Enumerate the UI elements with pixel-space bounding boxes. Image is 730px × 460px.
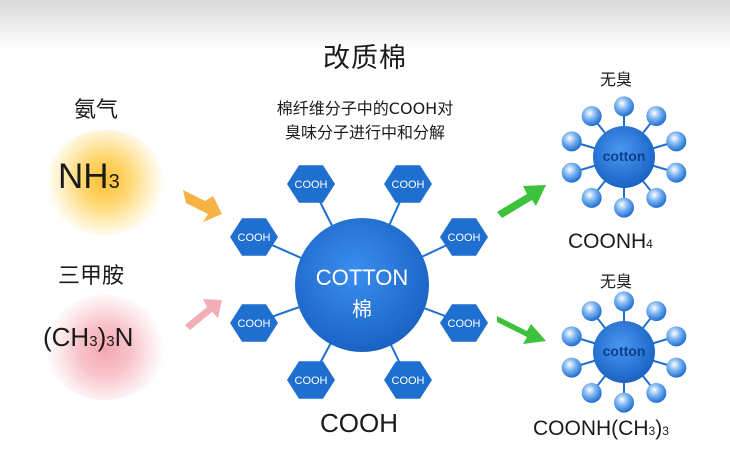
cooh-group-label: COOH [238, 318, 271, 330]
product1-name-main: COONH [568, 230, 647, 253]
description: 棉纤维分子中的COOH对 臭味分子进行中和分解 [210, 97, 520, 145]
tma-formula-sub1: 3 [89, 333, 98, 350]
trimethylamine-glow [45, 295, 165, 400]
product-core-label: cotton [603, 148, 646, 164]
cooh-hexagon [384, 165, 432, 203]
product-atom [581, 382, 602, 403]
product-core [593, 321, 655, 383]
cooh-group-label: COOH [295, 375, 328, 387]
cooh-caption: COOH [320, 408, 398, 438]
product-atom [561, 357, 582, 378]
trimethylamine-formula: (CH3)3N [43, 322, 133, 353]
product2-name-a: COONH(CH [533, 417, 649, 440]
cotton-label-en: COTTON [316, 265, 408, 290]
product-atom [581, 106, 602, 127]
cooh-hexagon [230, 304, 278, 342]
product-atom [614, 96, 634, 117]
product-atom [666, 326, 687, 347]
product2-name-sub2: 3 [662, 424, 669, 438]
product-atom [666, 162, 687, 183]
product-atom [614, 392, 634, 413]
description-line2: 臭味分子进行中和分解 [284, 123, 445, 142]
product1-status: 无臭 [600, 70, 633, 89]
product2-molecule: cotton [561, 291, 687, 413]
product-atom [581, 187, 602, 208]
cooh-hexagon [440, 304, 488, 342]
cooh-group-label: COOH [238, 232, 271, 244]
cooh-group-label: COOH [392, 375, 425, 387]
cotton-core [295, 218, 429, 352]
tma-formula-b: ) [97, 322, 107, 352]
product-atom [646, 301, 667, 322]
product2-name-sub: 3 [648, 424, 656, 438]
arrow-ammonia-in [183, 190, 222, 222]
product-atom [666, 131, 687, 152]
top-shadow [0, 0, 730, 50]
cooh-groups: COOH COOH COOH COOH COOH COOH COOH COOH [230, 165, 488, 399]
cotton-label-cn: 棉 [352, 297, 372, 321]
product-core [593, 126, 655, 188]
product-atom [561, 326, 582, 347]
arrow-trimethylamine-in [185, 299, 222, 330]
arrow-product1-out [497, 185, 546, 218]
tma-formula-a: (CH [43, 322, 90, 352]
tma-formula-sub2: 3 [106, 333, 115, 350]
product2-name: COONH(CH3)3 [533, 417, 669, 441]
diagram-title: 改质棉 [323, 43, 407, 74]
product-atom [581, 301, 602, 322]
product1-molecule: cotton [561, 96, 687, 218]
description-line1: 棉纤维分子中的COOH对 [276, 99, 454, 118]
arrow-product2-out [497, 316, 546, 344]
product1-name-sub: 4 [646, 237, 653, 251]
product-atom [646, 106, 667, 127]
product1-name: COONH4 [568, 230, 653, 254]
product-atom [614, 197, 634, 218]
tma-formula-c: N [114, 322, 134, 352]
product2-status: 无臭 [600, 272, 633, 291]
trimethylamine-label: 三甲胺 [58, 264, 125, 289]
product2-name-b: ) [655, 417, 663, 440]
product-atom [646, 382, 667, 403]
cooh-hexagon [230, 218, 278, 256]
product-atom [666, 357, 687, 378]
product-core-label: cotton [603, 343, 646, 359]
ammonia-label: 氨气 [74, 98, 119, 123]
cooh-group-label: COOH [448, 232, 481, 244]
cooh-group-label: COOH [392, 179, 425, 191]
ammonia-formula-main: NH [58, 157, 109, 196]
ammonia-formula: NH3 [58, 157, 120, 197]
cooh-hexagon [384, 361, 432, 399]
cooh-hexagon [287, 165, 335, 203]
product-atom [561, 131, 582, 152]
cooh-hexagon [440, 218, 488, 256]
product-atom [646, 187, 667, 208]
product-atom [614, 291, 634, 312]
cooh-group-label: COOH [448, 318, 481, 330]
product-atom [561, 162, 582, 183]
ammonia-glow [45, 130, 165, 235]
ammonia-formula-sub: 3 [108, 171, 120, 193]
cooh-hexagon [287, 361, 335, 399]
cooh-group-label: COOH [295, 179, 328, 191]
